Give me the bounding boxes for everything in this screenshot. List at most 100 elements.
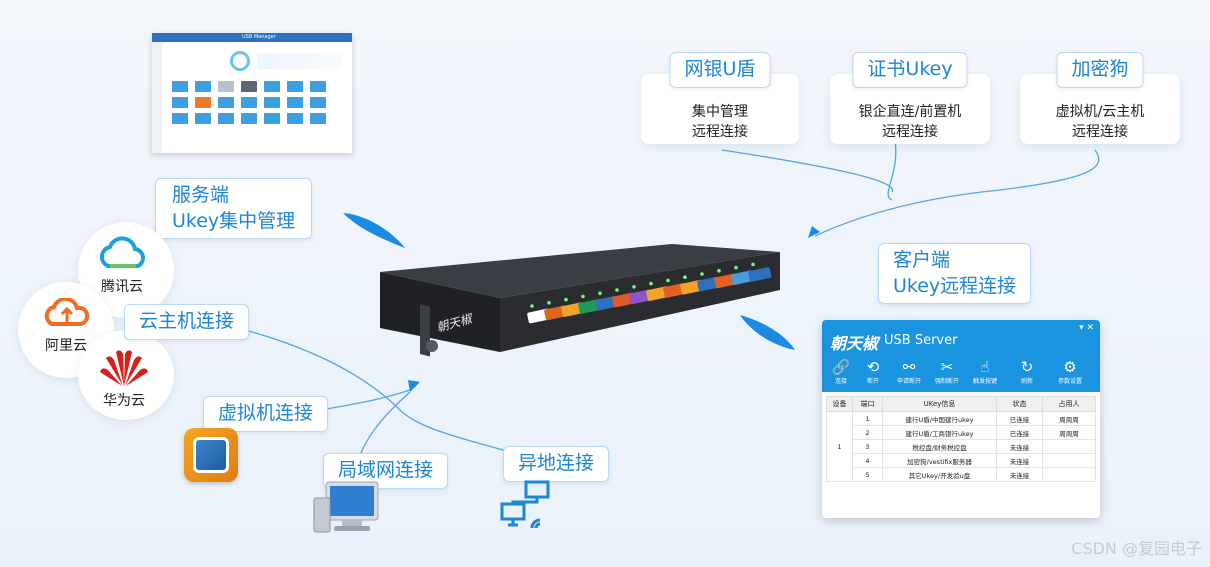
status-cell: 未连接	[996, 439, 1043, 454]
thumbnail-port-tile	[172, 97, 188, 108]
thumbnail-ring	[230, 51, 250, 71]
cloud-host-connect-label: 云主机连接	[124, 304, 250, 340]
col-device: 设备	[826, 396, 853, 412]
card-wangyin-line1: 集中管理	[692, 104, 748, 120]
curve-cloud	[244, 329, 521, 456]
curve-vm	[319, 389, 411, 411]
thumbnail-port-tile	[218, 97, 234, 108]
toolbar-settings-button[interactable]: ⚙参数设置	[1050, 358, 1090, 385]
toolbar-force-disconnect-button[interactable]: ✂强制断开	[930, 358, 964, 385]
network-icon	[500, 480, 550, 529]
device-led	[717, 269, 721, 273]
ukey-info-cell: 建行U盾/中国建行ukey	[882, 411, 997, 426]
user-cell: 周周周	[1042, 425, 1096, 440]
thumbnail-port-tile	[310, 81, 326, 92]
client-brand-logo: 朝天椒	[830, 334, 879, 353]
status-cell: 已连接	[996, 425, 1043, 440]
user-cell: 周周周	[1042, 411, 1096, 426]
arrow-top	[808, 226, 820, 238]
user-cell	[1042, 439, 1096, 454]
thumbnail-port-tile	[218, 81, 234, 92]
device-led	[632, 285, 636, 289]
tencent-cloud-name: 腾讯云	[101, 279, 143, 295]
toolbar-refresh-button[interactable]: ↻刷新	[1010, 358, 1044, 385]
card-jiamigou-line2: 远程连接	[1072, 124, 1128, 141]
device-led	[581, 294, 585, 299]
client-label-line2: Ukey远程连接	[893, 274, 1017, 297]
thumbnail-port-tile	[172, 113, 188, 124]
toolbar-connect-button[interactable]: 🔗连接	[824, 358, 858, 385]
vmware-icon	[184, 428, 238, 482]
ukey-info-cell: 其它Ukey/开发验u盘	[882, 467, 997, 482]
huawei-icon	[100, 350, 148, 386]
computer-icon	[313, 481, 379, 533]
port-cell: 5	[852, 467, 883, 482]
client-app-window: 朝天椒 USB Server ▾ ✕ 🔗连接 ⟲断开 ⚯申请断开 ✂强制断开 ☝…	[822, 320, 1100, 518]
thumbnail-sidebar	[152, 42, 162, 153]
status-cell: 未连接	[996, 467, 1043, 482]
arrow-server-blade	[343, 213, 405, 248]
device-led	[547, 301, 551, 305]
port-cell: 3	[852, 439, 883, 454]
thumbnail-port-tile	[241, 97, 257, 108]
ukey-info-cell: 建行U盾/工商银行ukey	[882, 425, 997, 440]
ukey-info-cell: 税控盘/财务税控盘	[882, 439, 997, 454]
server-label-line2: Ukey集中管理	[172, 209, 296, 232]
device-led	[683, 275, 687, 279]
device-led	[700, 272, 704, 276]
device-cell: 1	[826, 411, 853, 482]
card-wangyin-line2: 远程连接	[692, 124, 748, 141]
toolbar-request-disconnect-button[interactable]: ⚯申请断开	[892, 358, 926, 385]
device-led	[649, 281, 653, 286]
watermark: CSDN @复园电子	[1071, 539, 1202, 558]
request-unlink-icon: ⚯	[902, 358, 916, 376]
server-label: 服务端 Ukey集中管理	[155, 178, 313, 240]
card-wangyin-udun: 网银U盾 集中管理远程连接	[641, 52, 799, 144]
thumbnail-port-tile	[241, 81, 257, 92]
toolbar-trigger-key-button[interactable]: ☝触发按键	[968, 358, 1002, 385]
toolbar-disconnect-button[interactable]: ⟲断开	[856, 358, 890, 385]
force-unlink-icon: ✂	[940, 358, 954, 376]
device-top	[380, 244, 780, 298]
vm-connect-label: 虚拟机连接	[203, 396, 329, 432]
thumbnail-port-tile	[310, 97, 326, 108]
aliyun-icon	[44, 298, 90, 326]
client-header	[822, 320, 1100, 392]
server-dashboard-thumbnail: USB Manager	[152, 33, 352, 153]
port-cell: 4	[852, 453, 883, 468]
remote-connect-label: 异地连接	[503, 446, 610, 482]
device-led	[666, 278, 670, 283]
usb-server-device: 朝天椒	[380, 244, 780, 357]
ukey-info-cell: 加密狗/vestifix服务器	[882, 453, 997, 468]
thumbnail-port-tile	[218, 113, 234, 124]
card-zhengshu-ukey: 证书Ukey 银企直连/前置机远程连接	[830, 52, 990, 144]
thumbnail-port-tile	[195, 113, 211, 124]
port-cell: 1	[852, 411, 883, 426]
device-led	[564, 297, 568, 302]
tencent-cloud-icon	[99, 236, 145, 268]
thumbnail-port-tile	[264, 97, 280, 108]
col-ukey-info: UKey信息	[882, 396, 997, 412]
thumbnail-port-tile	[287, 97, 303, 108]
arrow-client	[740, 315, 795, 350]
link-icon: 🔗	[831, 358, 851, 376]
usb-key	[748, 267, 772, 282]
hand-icon: ☝	[980, 358, 990, 376]
user-cell	[1042, 453, 1096, 468]
device-led	[530, 304, 534, 308]
card-jiamigou: 加密狗 虚拟机/云主机远程连接	[1020, 52, 1180, 144]
thumbnail-port-tile	[195, 97, 211, 108]
card-jiamigou-tag: 加密狗	[1056, 52, 1144, 88]
client-window-controls[interactable]: ▾ ✕	[1079, 323, 1094, 333]
device-power-button[interactable]	[426, 340, 438, 352]
col-user: 占用人	[1042, 396, 1096, 412]
server-label-line1: 服务端	[172, 184, 230, 206]
thumbnail-port-tile	[310, 113, 326, 124]
